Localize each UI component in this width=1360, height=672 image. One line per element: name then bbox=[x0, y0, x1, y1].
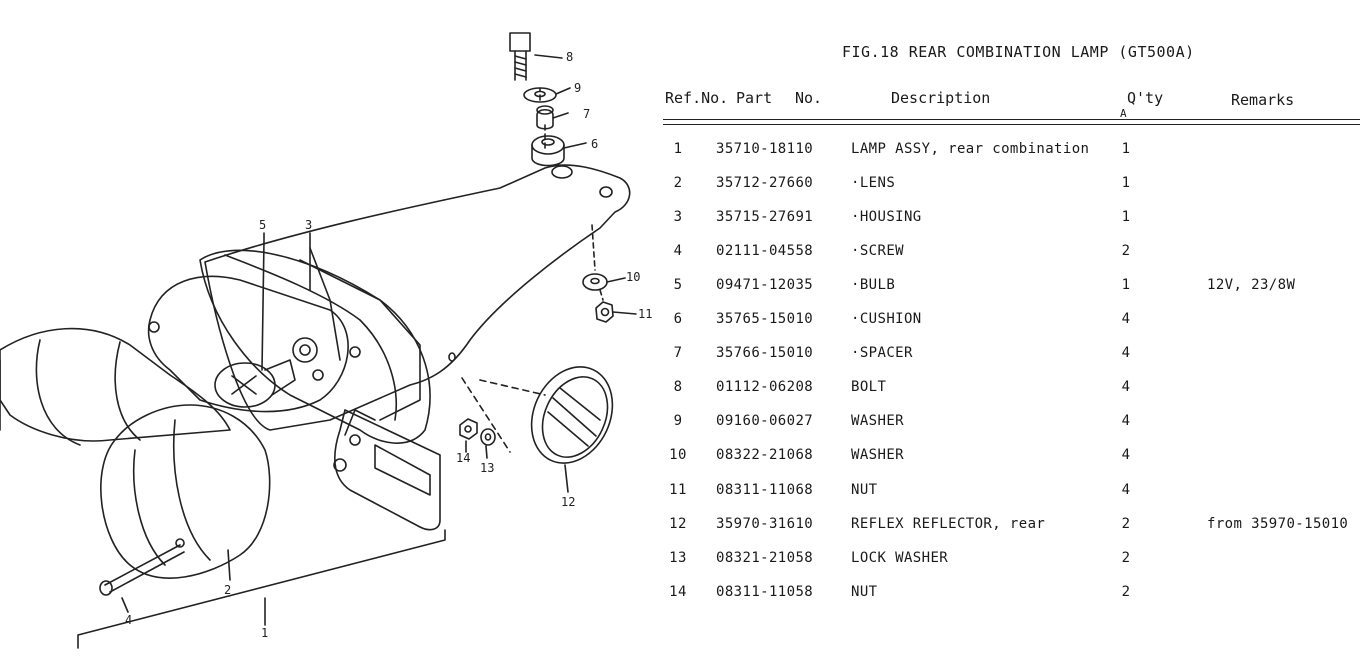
bolt-head bbox=[509, 32, 531, 52]
callout-10: 10 bbox=[626, 270, 640, 284]
part-number-cell: 08311-11068 bbox=[716, 482, 814, 498]
part-number-cell: 35712-27660 bbox=[716, 175, 814, 191]
ref-cell: 13 bbox=[669, 550, 687, 566]
ref-cell: 10 bbox=[669, 447, 687, 463]
ref-cell: 6 bbox=[673, 311, 683, 327]
description-cell: WASHER bbox=[851, 447, 904, 463]
ref-cell: 11 bbox=[669, 482, 687, 498]
callout-6: 6 bbox=[591, 137, 598, 151]
part-number-cell: 35715-27691 bbox=[716, 209, 814, 225]
description-cell: BOLT bbox=[851, 379, 887, 395]
header-description: Description bbox=[891, 89, 991, 107]
ref-cell: 4 bbox=[673, 243, 683, 259]
callout-2: 2 bbox=[224, 583, 231, 597]
description-cell: ·SPACER bbox=[851, 345, 913, 361]
description-cell: NUT bbox=[851, 584, 878, 600]
bulb-part bbox=[214, 362, 276, 408]
callout-12: 12 bbox=[561, 495, 575, 509]
ref-cell: 1 bbox=[673, 141, 683, 157]
description-cell: ·BULB bbox=[851, 277, 896, 293]
qty-cell: 2 bbox=[1121, 584, 1131, 600]
description-cell: LOCK WASHER bbox=[851, 550, 949, 566]
description-cell: ·LENS bbox=[851, 175, 896, 191]
description-cell: NUT bbox=[851, 482, 878, 498]
qty-cell: 1 bbox=[1121, 209, 1131, 225]
ref-cell: 14 bbox=[669, 584, 687, 600]
part-number-cell: 35710-18110 bbox=[716, 141, 814, 157]
header-part: Part bbox=[736, 89, 773, 107]
qty-cell: 1 bbox=[1121, 277, 1131, 293]
part-number-cell: 01112-06208 bbox=[716, 379, 814, 395]
header-qty: Q'ty bbox=[1127, 89, 1164, 107]
ref-cell: 5 bbox=[673, 277, 683, 293]
description-cell: ·CUSHION bbox=[851, 311, 922, 327]
qty-cell: 1 bbox=[1121, 175, 1131, 191]
ref-cell: 9 bbox=[673, 413, 683, 429]
ref-cell: 7 bbox=[673, 345, 683, 361]
part-number-cell: 09471-12035 bbox=[716, 277, 814, 293]
header-ref-no: Ref.No. bbox=[665, 89, 729, 107]
callout-9: 9 bbox=[574, 81, 581, 95]
header-rule-top bbox=[663, 119, 1360, 120]
part-number-cell: 35766-15010 bbox=[716, 345, 814, 361]
description-cell: WASHER bbox=[851, 413, 904, 429]
header-qty-sub: A bbox=[1120, 107, 1127, 120]
part-number-cell: 09160-06027 bbox=[716, 413, 814, 429]
qty-cell: 4 bbox=[1121, 379, 1131, 395]
qty-cell: 4 bbox=[1121, 345, 1131, 361]
lens-oval bbox=[147, 275, 349, 413]
header-rule-bottom bbox=[663, 124, 1360, 125]
part-number-cell: 08311-11058 bbox=[716, 584, 814, 600]
callout-13: 13 bbox=[480, 461, 494, 475]
ref-cell: 8 bbox=[673, 379, 683, 395]
ref-cell: 3 bbox=[673, 209, 683, 225]
callout-14: 14 bbox=[456, 451, 470, 465]
screw-part bbox=[104, 544, 181, 586]
assembly-bracket-line bbox=[77, 529, 446, 649]
qty-cell: 2 bbox=[1121, 516, 1131, 532]
remarks-cell: from 35970-15010 bbox=[1207, 516, 1349, 532]
figure-title: FIG.18 REAR COMBINATION LAMP (GT500A) bbox=[842, 43, 1195, 61]
part-number-cell: 08321-21058 bbox=[716, 550, 814, 566]
exploded-parts-diagram: 8 9 7 6 5 3 10 11 14 13 12 2 4 1 bbox=[0, 32, 652, 649]
qty-cell: 2 bbox=[1121, 550, 1131, 566]
header-remarks: Remarks bbox=[1231, 91, 1295, 109]
callout-7: 7 bbox=[583, 107, 590, 121]
qty-cell: 4 bbox=[1121, 413, 1131, 429]
ref-cell: 2 bbox=[673, 175, 683, 191]
ref-cell: 12 bbox=[669, 516, 687, 532]
remarks-cell: 12V, 23/8W bbox=[1207, 277, 1296, 293]
housing-part bbox=[199, 249, 431, 444]
callout-11: 11 bbox=[638, 307, 652, 321]
reflex-reflector-part bbox=[530, 366, 614, 464]
lens-left bbox=[0, 327, 231, 442]
part-number-cell: 08322-21068 bbox=[716, 447, 814, 463]
qty-cell: 1 bbox=[1121, 141, 1131, 157]
callout-8: 8 bbox=[566, 50, 573, 64]
part-number-cell: 35765-15010 bbox=[716, 311, 814, 327]
part-number-cell: 35970-31610 bbox=[716, 516, 814, 532]
plate-bracket bbox=[334, 409, 441, 531]
qty-cell: 4 bbox=[1121, 311, 1131, 327]
qty-cell: 2 bbox=[1121, 243, 1131, 259]
description-cell: ·SCREW bbox=[851, 243, 904, 259]
qty-cell: 4 bbox=[1121, 482, 1131, 498]
callout-1: 1 bbox=[261, 626, 268, 640]
callout-5: 5 bbox=[259, 218, 266, 232]
description-cell: ·HOUSING bbox=[851, 209, 922, 225]
description-cell: LAMP ASSY, rear combination bbox=[851, 141, 1090, 157]
description-cell: REFLEX REFLECTOR, rear bbox=[851, 516, 1046, 532]
header-no: No. bbox=[795, 89, 823, 107]
part-number-cell: 02111-04558 bbox=[716, 243, 814, 259]
callout-4: 4 bbox=[125, 613, 132, 627]
mounting-bracket bbox=[204, 164, 631, 431]
callout-3: 3 bbox=[305, 218, 312, 232]
qty-cell: 4 bbox=[1121, 447, 1131, 463]
